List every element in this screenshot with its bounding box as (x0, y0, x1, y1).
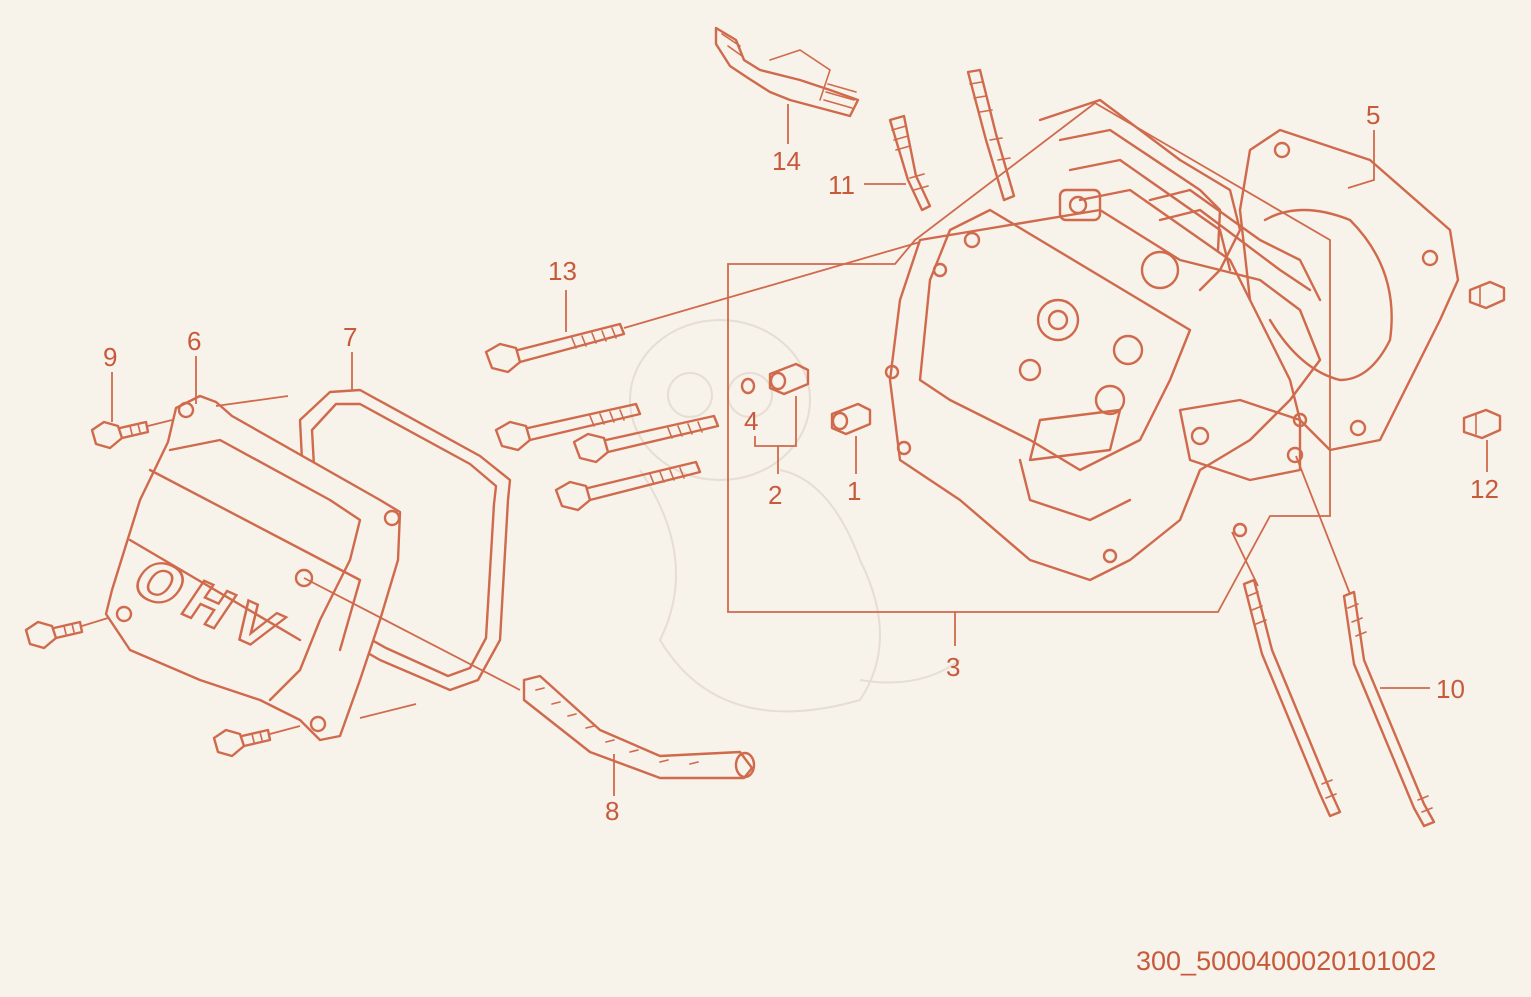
rocker-cover (104, 394, 402, 742)
head-assembly-bracket (727, 101, 1331, 646)
callout-7: 7 (343, 322, 357, 352)
dowel-pin-1 (830, 402, 872, 436)
callout-3: 3 (946, 652, 960, 682)
leader-13-to-head (623, 241, 921, 329)
o-ring-4 (740, 377, 756, 395)
alignment-line-9c (269, 725, 301, 735)
nut-12-upper (1468, 280, 1506, 310)
callout-4: 4 (744, 406, 758, 436)
diagram-code: 300_5000400020101002 (1136, 946, 1436, 976)
callout-9: 9 (103, 342, 117, 372)
callout-12: 12 (1470, 474, 1499, 504)
nut-12-lower (1462, 408, 1502, 440)
cover-bolt-9-b (24, 620, 84, 650)
callout-10: 10 (1436, 674, 1465, 704)
cylinder-head (884, 98, 1322, 582)
leader-5 (1347, 130, 1375, 189)
stud-bolt-11 (888, 114, 932, 212)
spark-plug (714, 26, 860, 118)
callout-1: 1 (847, 476, 861, 506)
cover-bolt-9-c (212, 728, 272, 758)
stud-10-left (1242, 578, 1342, 818)
alignment-line-breather (303, 577, 521, 691)
alignment-line-9b (81, 617, 109, 627)
stud-bolt-upper (966, 68, 1016, 202)
callout-14: 14 (772, 146, 801, 176)
watermark-mascot (629, 319, 961, 713)
breather-tube (522, 674, 756, 780)
bracket-2 (754, 396, 797, 447)
leader-10-stud-left (1231, 531, 1259, 587)
leader-10-stud (1295, 455, 1351, 595)
head-bolt-13-b (494, 402, 642, 452)
cylinder-head-gasket (1238, 128, 1460, 452)
callout-6: 6 (187, 326, 201, 356)
callout-5: 5 (1366, 100, 1380, 130)
head-bolt-13-c (572, 414, 720, 464)
callout-11: 11 (828, 170, 855, 200)
alignment-line-bottom (359, 703, 417, 719)
head-bolt-13-d (554, 460, 702, 512)
stud-10-right (1342, 590, 1436, 828)
callout-8: 8 (605, 796, 619, 826)
head-bolt-13-top (484, 322, 626, 374)
cover-bolt-9-a (90, 420, 150, 450)
alignment-line-top (215, 395, 289, 407)
callout-13: 13 (548, 256, 577, 286)
alignment-line-9 (147, 419, 173, 427)
callout-2: 2 (768, 480, 782, 510)
dowel-pin-2 (768, 362, 810, 396)
